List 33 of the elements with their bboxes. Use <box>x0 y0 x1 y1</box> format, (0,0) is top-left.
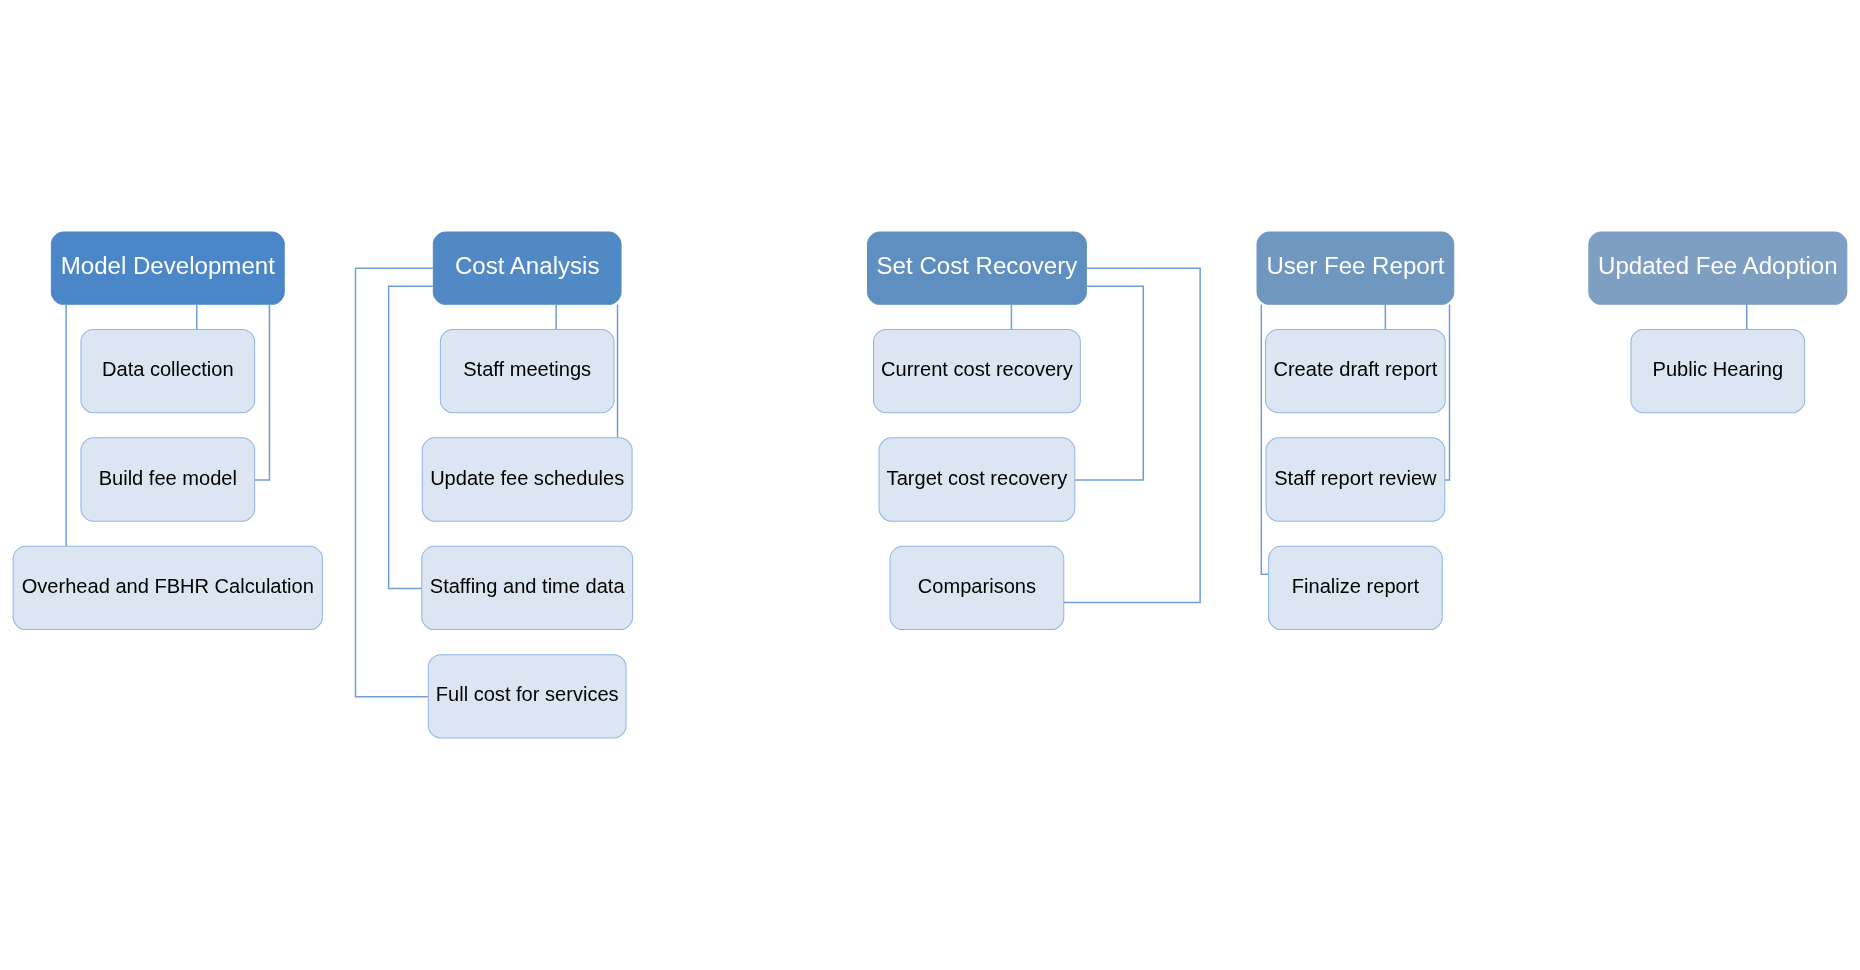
connector <box>1444 303 1451 481</box>
node-box: Overhead and FBHR Calculation <box>12 545 323 631</box>
connector <box>616 303 619 439</box>
node-box: Finalize report <box>1268 545 1443 631</box>
node-box: Model Development <box>50 231 285 305</box>
node-box: User Fee Report <box>1256 231 1455 305</box>
connector <box>1010 303 1013 330</box>
connector <box>1384 303 1387 330</box>
connector <box>1746 303 1748 330</box>
connector <box>195 303 198 330</box>
node-box: Public Hearing <box>1630 328 1806 414</box>
node-box: Staff meetings <box>439 328 615 414</box>
node-box: Staffing and time data <box>421 545 634 631</box>
connector <box>1260 303 1270 576</box>
node-box: Staff report review <box>1265 437 1446 522</box>
node-box: Update fee schedules <box>421 437 633 522</box>
node-box: Cost Analysis <box>432 231 622 305</box>
connector <box>1074 285 1144 481</box>
node-box: Build fee model <box>80 437 256 522</box>
connector <box>65 303 67 547</box>
connector <box>387 285 434 590</box>
node-box: Updated Fee Adoption <box>1588 231 1848 305</box>
node-box: Full cost for services <box>427 654 627 739</box>
connector <box>354 267 435 698</box>
node-box: Target cost recovery <box>878 437 1076 522</box>
connector <box>254 303 271 481</box>
connector <box>1063 267 1201 604</box>
connector <box>555 303 557 330</box>
node-box: Comparisons <box>889 545 1065 631</box>
node-box: Set Cost Recovery <box>867 231 1087 305</box>
node-box: Create draft report <box>1265 328 1446 414</box>
node-box: Current cost recovery <box>873 328 1081 414</box>
node-box: Data collection <box>80 328 256 414</box>
